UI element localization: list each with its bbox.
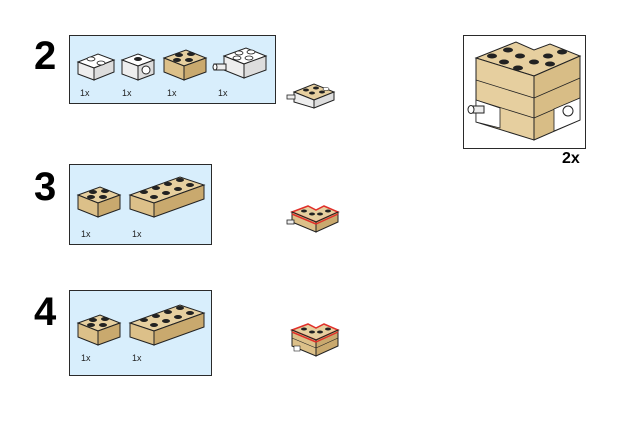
step-number-3: 3: [34, 165, 57, 209]
tan-2x2-brick: [162, 49, 208, 81]
qty-label: 1x: [218, 88, 228, 98]
step-number-2: 2: [34, 34, 57, 78]
qty-label: 1x: [167, 88, 177, 98]
qty-label: 1x: [81, 353, 91, 363]
white-2x2-pin-brick: [212, 47, 268, 79]
step-number-4: 4: [34, 290, 57, 334]
qty-label: 1x: [122, 88, 132, 98]
qty-label: 1x: [81, 229, 91, 239]
step-2-model: [286, 83, 336, 109]
parts-callout-step-3: 1x 1x: [69, 164, 212, 245]
step-3-model: [286, 205, 340, 233]
tan-2x2-brick: [76, 186, 122, 218]
subassembly-callout: [463, 35, 586, 149]
qty-label: 1x: [132, 353, 142, 363]
step-4-model: [289, 323, 340, 357]
qty-label: 1x: [132, 229, 142, 239]
qty-label: 1x: [80, 88, 90, 98]
subassembly-multiplier: 2x: [562, 150, 580, 167]
parts-callout-step-2: 1x 1x 1x 1x: [69, 35, 276, 104]
tan-2x2-brick: [76, 314, 122, 346]
tan-2x4-brick: [128, 176, 206, 218]
white-technic-brick: [120, 53, 156, 81]
white-1x2-brick: [76, 53, 116, 81]
subassembly-model: [467, 41, 582, 141]
parts-callout-step-4: 1x 1x: [69, 290, 212, 376]
tan-2x4-brick: [128, 304, 206, 346]
